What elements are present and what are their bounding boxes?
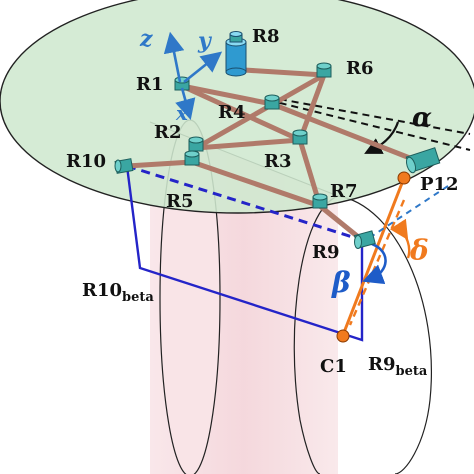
joint-labels: R8 R6 R1 R4 R2 R3 R10 R5 R7 R9 P12 C1 R1… <box>66 26 459 379</box>
delta-dashed-line <box>348 199 406 326</box>
link-r4-p12 <box>269 101 423 165</box>
joint-r3 <box>292 129 308 145</box>
label-r10-beta: R10beta <box>82 280 154 305</box>
joint-r9 <box>353 230 376 249</box>
label-r4: R4 <box>218 102 245 123</box>
z-axis-arrow <box>163 31 185 83</box>
delta-blue-dashed-line <box>365 185 449 241</box>
cylinder-rim <box>293 195 339 474</box>
label-r9: R9 <box>312 242 339 263</box>
joint-r6 <box>316 62 332 78</box>
y-axis-label: y <box>197 28 213 54</box>
label-r9-beta: R9beta <box>368 354 428 379</box>
r10-r9-dashed-line <box>126 164 363 242</box>
delta-label: δ <box>409 234 429 267</box>
label-r6: R6 <box>346 58 373 79</box>
coordinate-axes: z y x <box>139 26 223 125</box>
label-r1: R1 <box>136 74 163 95</box>
orange-link <box>336 171 449 343</box>
alpha-reference-lines <box>267 96 471 154</box>
label-r5: R5 <box>166 191 193 212</box>
beta-arrow <box>362 242 387 285</box>
z-axis-label: z <box>139 26 153 52</box>
link-r6-r2 <box>193 72 327 151</box>
label-c1: C1 <box>320 356 347 377</box>
alpha-label: α <box>412 103 432 133</box>
link-r5-r7 <box>189 159 323 209</box>
joint-r4 <box>264 94 280 110</box>
link-r2-r3 <box>193 137 303 151</box>
links <box>124 67 423 243</box>
c1-point <box>336 329 350 343</box>
p12-c1-line <box>341 177 406 336</box>
link-r6-r3 <box>297 72 327 143</box>
x-axis-arrow <box>175 87 196 121</box>
link-r7-r9 <box>317 203 365 243</box>
link-r1-r4 <box>179 83 275 107</box>
label-r10: R10 <box>66 151 106 172</box>
joint-r2 <box>188 136 204 152</box>
label-r7: R7 <box>330 181 357 202</box>
joint-r7 <box>312 193 328 209</box>
alpha-arrow <box>364 121 400 154</box>
link-r1-r3 <box>179 83 303 143</box>
y-axis-arrow <box>183 51 223 84</box>
link-r10-r5 <box>124 159 195 169</box>
label-p12: P12 <box>420 174 459 195</box>
link-r8-r6 <box>241 67 327 78</box>
label-r2: R2 <box>154 122 181 143</box>
beta-label: β <box>331 266 351 299</box>
label-r3: R3 <box>264 151 291 172</box>
x-axis-label: x <box>175 101 189 125</box>
joint-r10 <box>114 158 134 174</box>
joint-r8 <box>225 31 247 77</box>
cylinder-front-arc <box>337 195 432 474</box>
joint-r5 <box>184 150 200 166</box>
joints <box>114 31 441 249</box>
label-r8: R8 <box>252 26 279 47</box>
joint-p12 <box>405 147 441 174</box>
delta-arrow <box>389 218 411 259</box>
p12-point <box>397 171 411 185</box>
